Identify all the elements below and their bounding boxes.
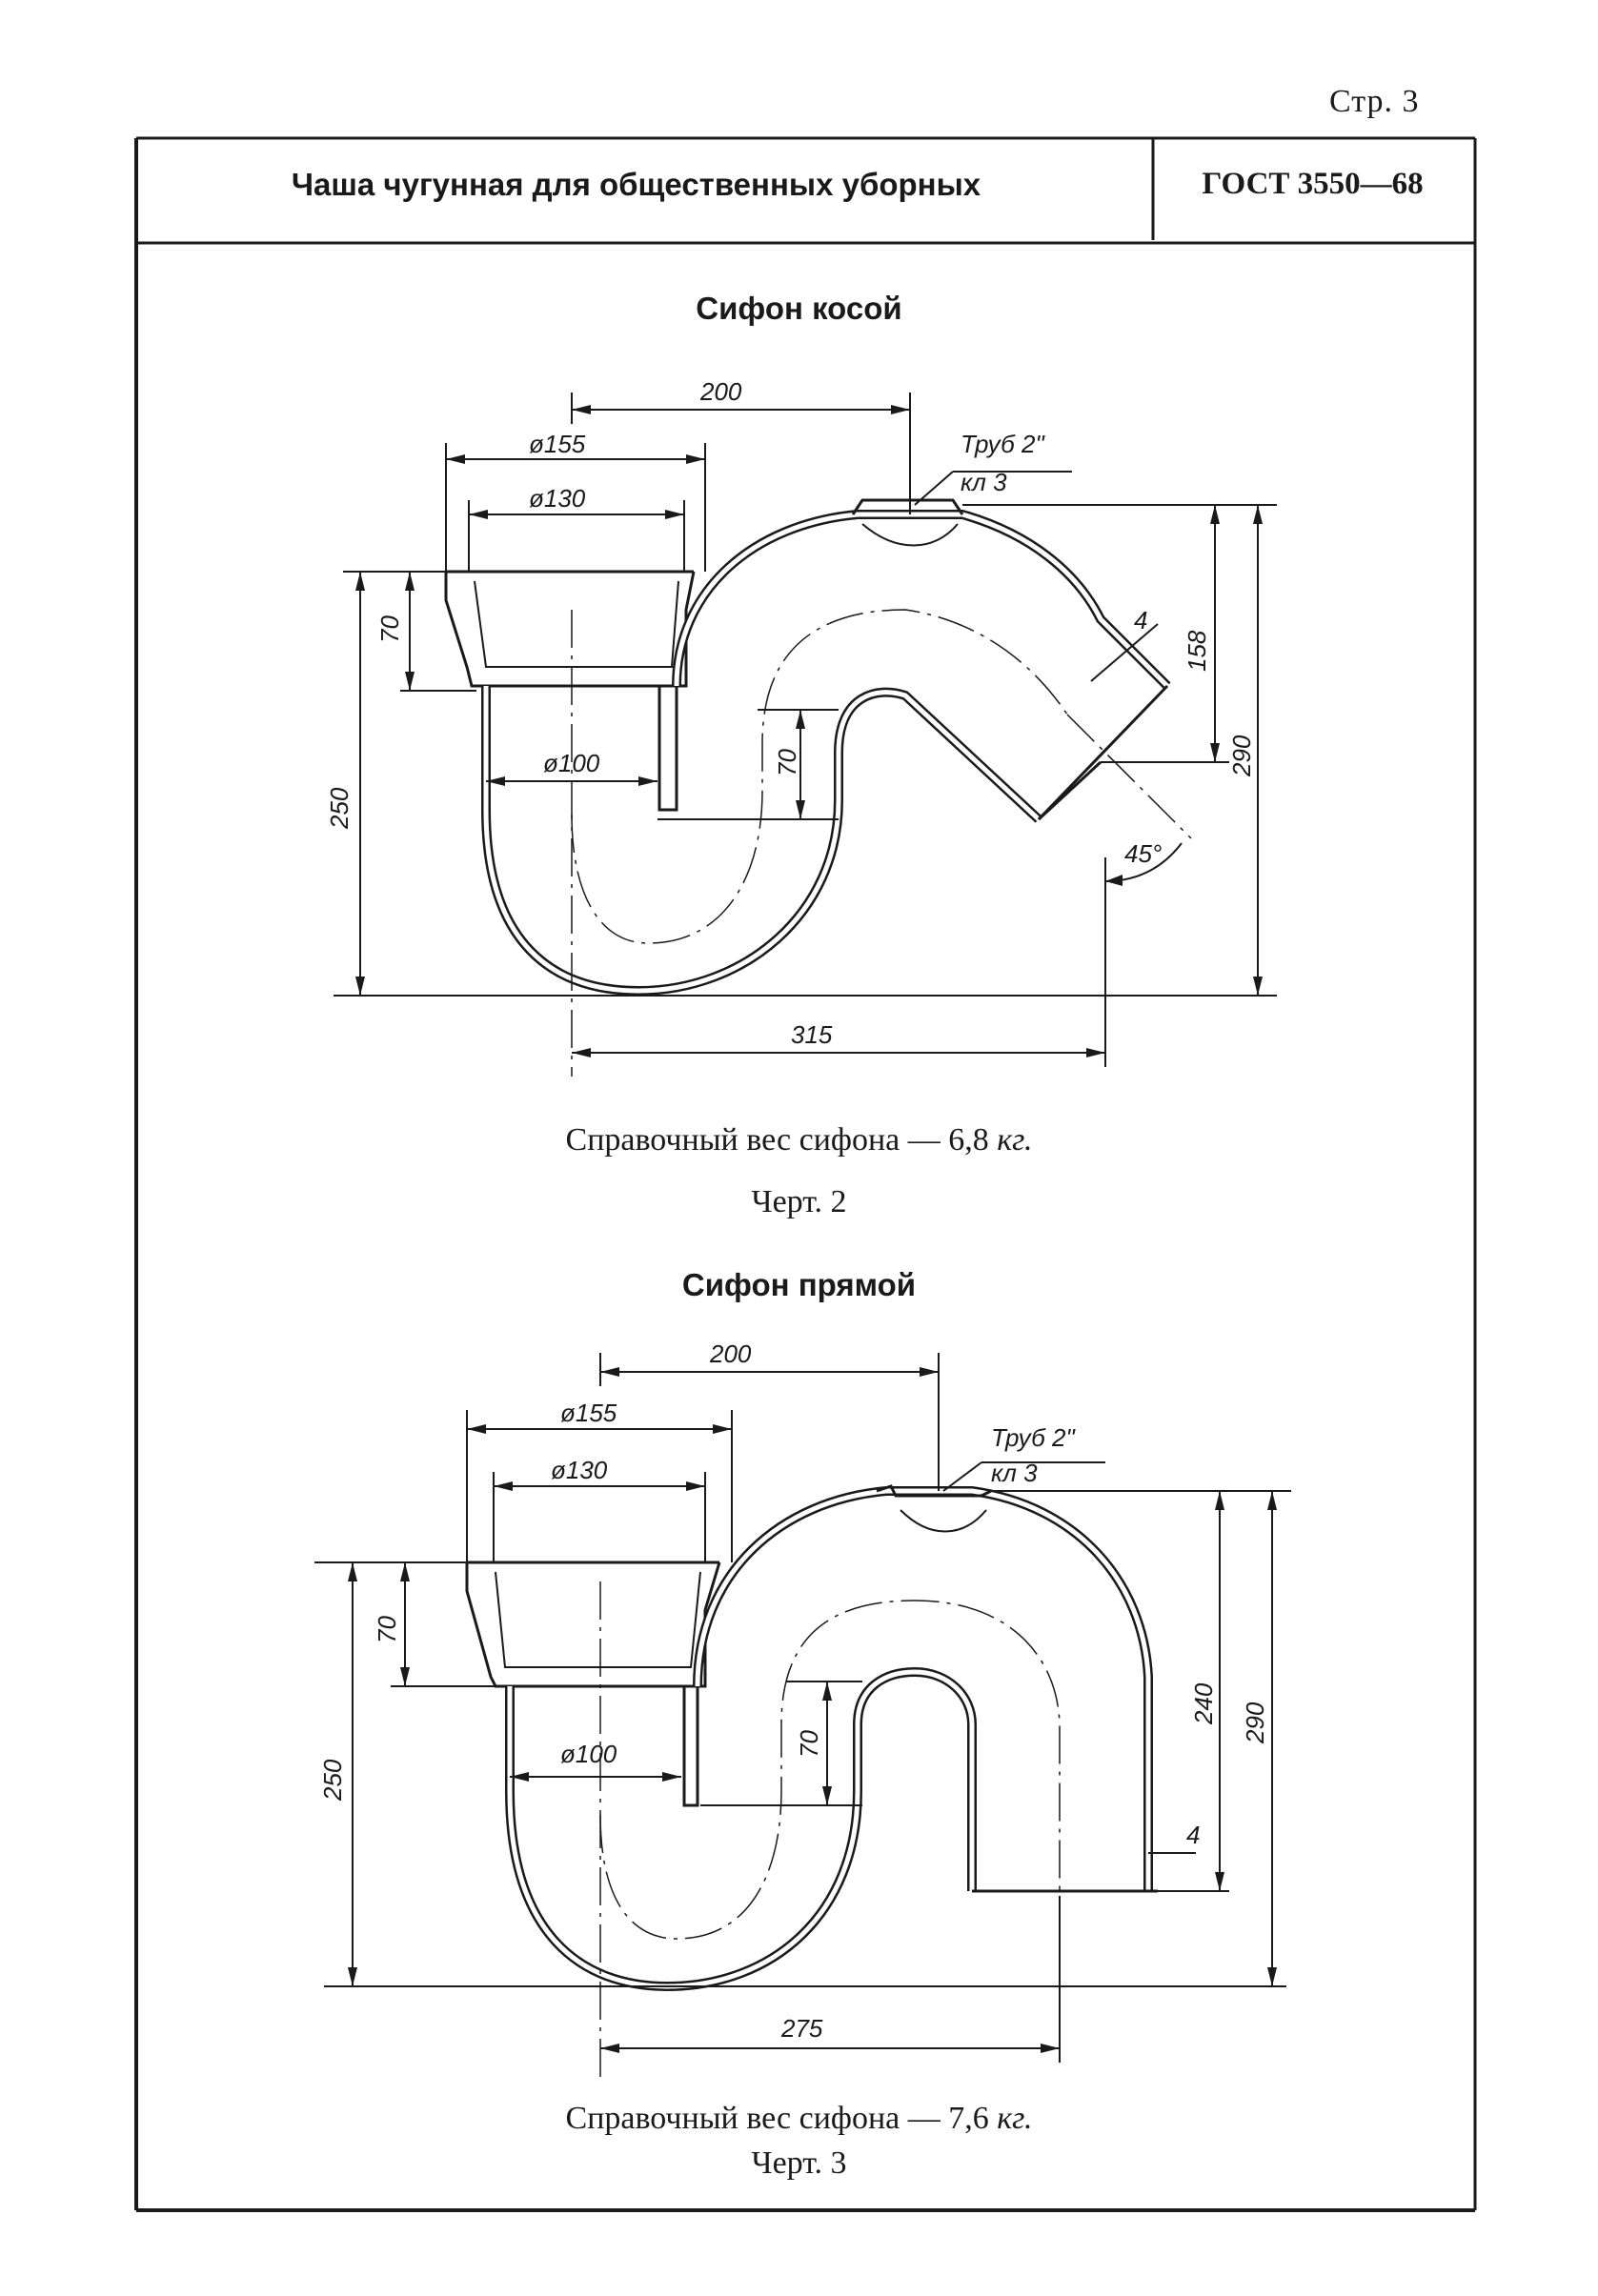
fig2-thread-1: Труб 2" [961,430,1045,458]
figure2-weight-unit: кг. [997,1122,1033,1158]
fig3-thread-2: кл 3 [991,1459,1038,1487]
fig2-dim-290: 290 [1227,735,1256,777]
figure3-title: Сифон прямой [681,1267,917,1302]
fig2-dim-70a: 70 [375,615,404,643]
fig3-thread-1: Труб 2" [991,1423,1076,1452]
fig3-dim-70a: 70 [373,1616,401,1643]
fig2-dim-100: ø100 [543,749,600,777]
figure2-drawing-number: Черт. 2 [751,1184,847,1219]
fig2-dim-158: 158 [1183,630,1211,672]
fig3-dim-240: 240 [1189,1682,1218,1725]
fig2-thread-2: кл 3 [961,468,1007,496]
fig3-dim-200: 200 [709,1339,752,1368]
figure3-drawing-number: Черт. 3 [751,2145,847,2181]
figure2-weight-caption: Справочный вес сифона — 6,8 кг. [0,1122,1598,1158]
document-title: Чаша чугунная для общественных уборных [291,167,981,202]
fig3-dim-70b: 70 [795,1730,823,1758]
fig3-dim-4: 4 [1186,1821,1200,1849]
fig3-dim-250: 250 [318,1759,347,1802]
fig2-dim-250: 250 [325,787,354,830]
figure3-weight-text: Справочный вес сифона — 7,6 [565,2101,989,2136]
figure3-weight-caption: Справочный вес сифона — 7,6 кг. [0,2101,1598,2137]
fig2-dim-4: 4 [1134,606,1147,634]
fig2-dim-200: 200 [699,377,742,406]
figure2-weight-text: Справочный вес сифона — 6,8 [565,1122,989,1158]
fig3-dim-275: 275 [780,2014,823,2043]
fig3-dim-290: 290 [1241,1702,1269,1744]
fig2-dim-315: 315 [791,1020,833,1049]
fig3-dim-130: ø130 [551,1456,608,1484]
fig2-dim-70b: 70 [773,749,801,776]
standard-number: ГОСТ 3550—68 [1202,167,1424,201]
fig2-dim-155: ø155 [529,430,586,458]
figure2-title: Сифон косой [696,291,902,326]
fig2-dim-130: ø130 [529,484,586,513]
figure3-weight-unit: кг. [997,2101,1033,2136]
fig3-dim-100: ø100 [560,1740,617,1768]
fig2-angle-45: 45° [1124,839,1162,868]
page-number: Стр. 3 [1329,84,1420,119]
fig3-dim-155: ø155 [560,1399,617,1427]
